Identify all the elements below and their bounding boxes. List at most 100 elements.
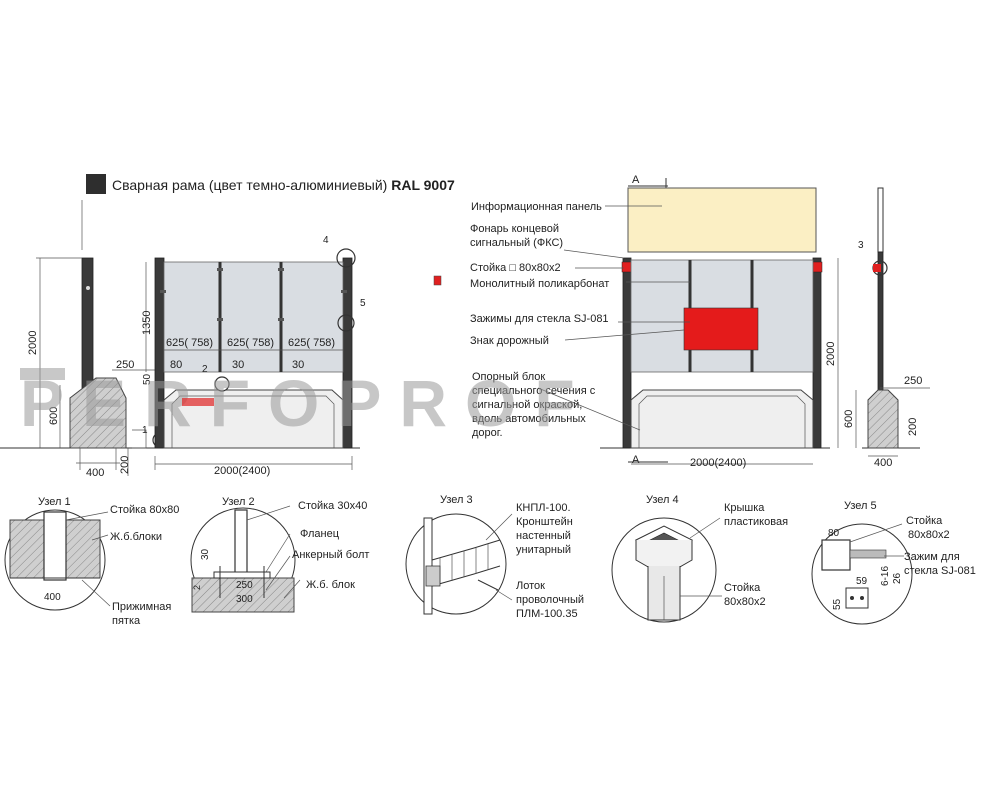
node-2-dim-300: 300 <box>236 594 253 605</box>
node-5-circle <box>811 523 913 625</box>
dim-1350: 1350 <box>141 311 153 335</box>
bolt-hole <box>86 286 90 290</box>
dim-400-left: 400 <box>86 467 104 479</box>
post-left <box>622 257 632 449</box>
node-5-post <box>821 539 851 571</box>
label-block-1: Опорный блок <box>472 371 545 383</box>
clamp <box>217 268 223 271</box>
node-5-label-clamp-1: Зажим для <box>904 551 960 563</box>
side-view: 3 600 200 250 400 <box>843 187 930 469</box>
node-5-leader-post <box>849 523 903 543</box>
node-3-label-3: настенный <box>516 530 571 542</box>
dim-30-b: 30 <box>292 359 304 371</box>
dim-400-side: 400 <box>874 457 892 469</box>
node-5-label-post-2: 80х80х2 <box>908 529 950 541</box>
node-4-label-cap-1: Крышка <box>724 502 765 514</box>
right-labels: Информационная панель Фонарь концевой си… <box>470 201 609 439</box>
label-post: Стойка □ 80х80х2 <box>470 262 561 274</box>
dim-600-side: 600 <box>843 410 855 428</box>
node-2-dim-2: 2 <box>192 585 202 590</box>
support-block-inner <box>171 395 335 448</box>
node-3-leader-b <box>495 589 513 601</box>
dim-2000-right: 2000 <box>825 342 837 366</box>
node-3-leader-a <box>485 513 513 541</box>
support-block-right-inner <box>638 395 806 448</box>
callout-1: 1 <box>142 425 148 436</box>
clamp <box>160 290 166 293</box>
section-mark-a-top: А <box>632 174 640 186</box>
signal-lamp-left <box>621 261 633 273</box>
node-2-post <box>234 509 248 577</box>
callout-circle-5 <box>337 314 355 332</box>
node-3-label-6: проволочный <box>516 594 584 606</box>
detail-node-3: Узел 3 КНПЛ-100. Кронштейн настенный уни… <box>405 494 584 620</box>
side-lamp <box>873 264 881 272</box>
label-lamp-2: сигнальный (ФКС) <box>470 237 563 249</box>
frame-legend: Сварная рама (цвет темно-алюминиевый) RA… <box>86 174 455 286</box>
label-info-panel: Информационная панель <box>471 201 602 213</box>
node-2-leader-a <box>246 505 291 521</box>
leader-sign <box>564 329 685 341</box>
section-mark-a-bottom: А <box>632 454 640 466</box>
node-3-bracket <box>425 565 441 587</box>
node-1-label-heel-1: Прижимная <box>112 601 171 613</box>
node-5-dim-55: 55 <box>832 598 843 610</box>
node-2-dim-250: 250 <box>236 580 253 591</box>
clamp <box>278 318 284 321</box>
dim-80: 80 <box>170 359 182 371</box>
node-3-tray-wires <box>439 544 489 584</box>
concrete-block-end <box>69 377 127 449</box>
side-panel <box>877 187 884 253</box>
signal-lamp-right <box>811 261 823 273</box>
node-4-title: Узел 4 <box>646 494 679 506</box>
node-4-leader-cap <box>689 517 721 539</box>
callout-5: 5 <box>360 298 366 309</box>
side-block <box>867 389 899 449</box>
node-2-flange <box>213 571 271 579</box>
node-3-label-4: унитарный <box>516 544 571 556</box>
node-5-clamp-bolt-b <box>860 596 864 600</box>
watermark-red-bar <box>182 398 214 406</box>
node-5-dim-59: 59 <box>856 576 868 587</box>
node-2-leader-d <box>283 579 301 599</box>
polycarbonate-panel <box>163 261 344 373</box>
node-3-title: Узел 3 <box>440 494 473 506</box>
node-4-label-post-1: Стойка <box>724 582 761 594</box>
node-1-dim-400: 400 <box>44 592 61 603</box>
node-4-circle <box>611 517 717 623</box>
watermark-bar <box>20 368 65 380</box>
node-3-bracket-arm <box>477 579 499 591</box>
clamp <box>217 318 223 321</box>
dim-30-a: 30 <box>232 359 244 371</box>
node-2-label-block: Ж.б. блок <box>306 579 355 591</box>
right-front-view: А А 2000 2000(2400) Инфо <box>470 174 839 469</box>
label-clamps: Зажимы для стекла SJ-081 <box>470 313 609 325</box>
node-5-dim-6-16: 6-16 <box>880 566 891 586</box>
leader-block <box>537 387 641 431</box>
node-5-label-post-1: Стойка <box>906 515 943 527</box>
node-2-label-post: Стойка 30х40 <box>298 500 367 512</box>
leader-lamp <box>563 249 625 259</box>
dim-200-left: 200 <box>119 456 131 474</box>
callout-4: 4 <box>323 235 329 246</box>
node-5-clamp-bolt-a <box>850 596 854 600</box>
node-1-leader-b <box>91 534 109 541</box>
dim-600-left: 600 <box>48 407 60 425</box>
dim-250-left: 250 <box>116 359 134 371</box>
label-block-3: сигнальной окраской, <box>472 399 582 411</box>
label-block-4: вдоль автомобильных <box>472 413 586 425</box>
frame-color-swatch <box>86 174 106 194</box>
node-3-label-7: ПЛМ-100.35 <box>516 608 578 620</box>
label-lamp-1: Фонарь концевой <box>470 223 559 235</box>
node-2-dim-30: 30 <box>200 548 211 560</box>
node-5-label-clamp-2: стекла SJ-081 <box>904 565 976 577</box>
dim-span-right: 2000(2400) <box>690 457 746 469</box>
node-2-title: Узел 2 <box>222 496 255 508</box>
node-4-label-cap-2: пластиковая <box>724 516 788 528</box>
node-4-label-post-2: 80х80х2 <box>724 596 766 608</box>
support-block-right <box>630 389 814 449</box>
node-1-label-heel-2: пятка <box>112 615 141 627</box>
dim-panel-1: 625( 758) <box>166 337 213 349</box>
node-1-leader-a <box>65 511 109 521</box>
node-3-label-2: Кронштейн <box>516 516 573 528</box>
